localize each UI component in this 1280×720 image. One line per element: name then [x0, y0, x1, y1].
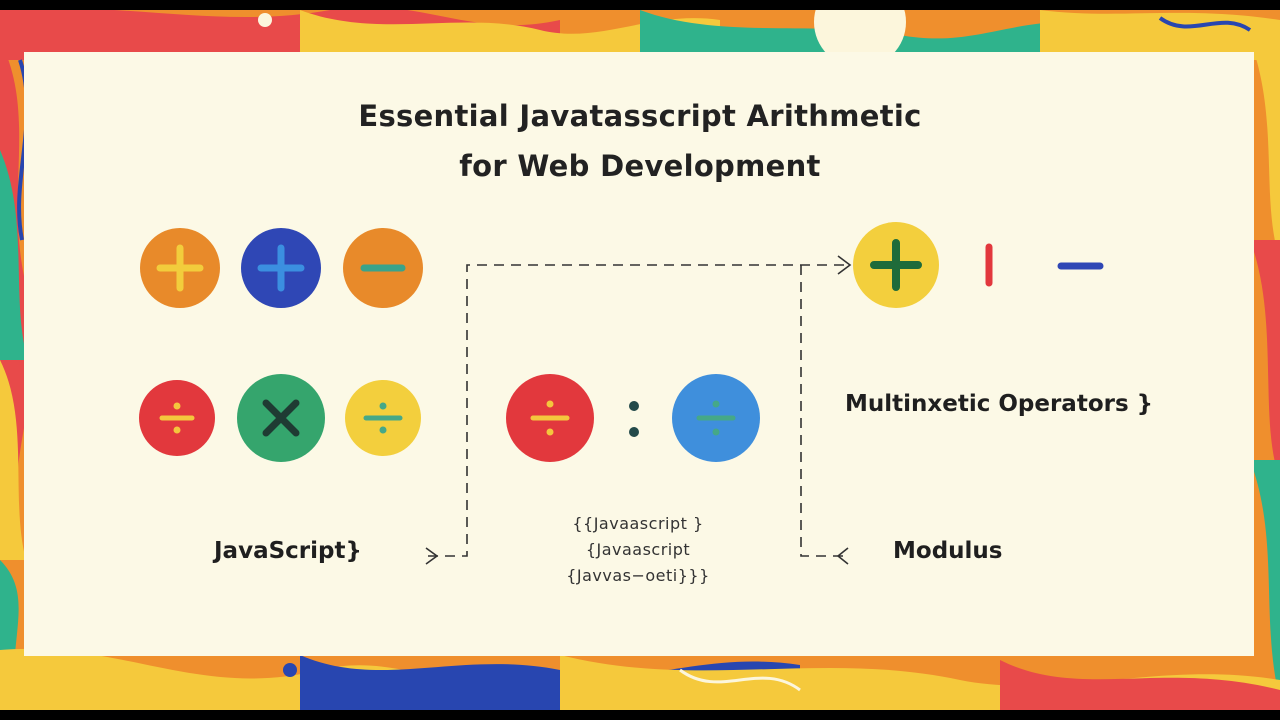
bg-blob	[300, 10, 720, 60]
arrowhead-icon	[836, 547, 849, 565]
dashed-connector	[425, 255, 852, 565]
divide-icon	[139, 380, 215, 456]
label-javascript: JavaScript}	[214, 538, 362, 564]
bg-squiggle	[679, 668, 801, 692]
arrowhead-icon	[837, 255, 852, 275]
bottom-black-band	[0, 710, 1280, 720]
bg-blob	[0, 150, 28, 360]
bg-blob	[1250, 240, 1280, 480]
bg-blob	[0, 360, 26, 560]
label-operators: Multinxetic Operators }	[845, 391, 1154, 417]
plus-icon	[241, 228, 321, 308]
bg-dot	[258, 13, 272, 27]
bg-squiggle	[1158, 16, 1252, 32]
divide-icon	[345, 380, 421, 456]
title-line-2: for Web Development	[459, 149, 821, 183]
title-line-1: Essential Javatasscript Arithmetic	[358, 99, 922, 133]
content-card	[24, 52, 1254, 656]
bg-dot	[283, 663, 297, 677]
divide-icon	[506, 374, 594, 462]
bg-blob	[814, 0, 906, 68]
top-black-band	[0, 0, 1280, 10]
divide-icon	[672, 374, 760, 462]
bg-blob	[1250, 40, 1280, 260]
bg-blob	[1250, 460, 1280, 700]
times-icon	[237, 374, 325, 462]
code-line-1: {{Javaascript }	[572, 514, 704, 533]
minus-icon	[343, 228, 423, 308]
plus-icon	[853, 222, 939, 308]
colon-icon	[629, 401, 639, 437]
label-modulus: Modulus	[893, 538, 1003, 564]
code-line-2: {Javaascript	[585, 540, 691, 559]
code-line-3: {Javvas−oeti}}}	[566, 566, 710, 585]
bg-blob	[1000, 660, 1280, 720]
plus-icon	[140, 228, 220, 308]
arrowhead-icon	[425, 547, 439, 565]
